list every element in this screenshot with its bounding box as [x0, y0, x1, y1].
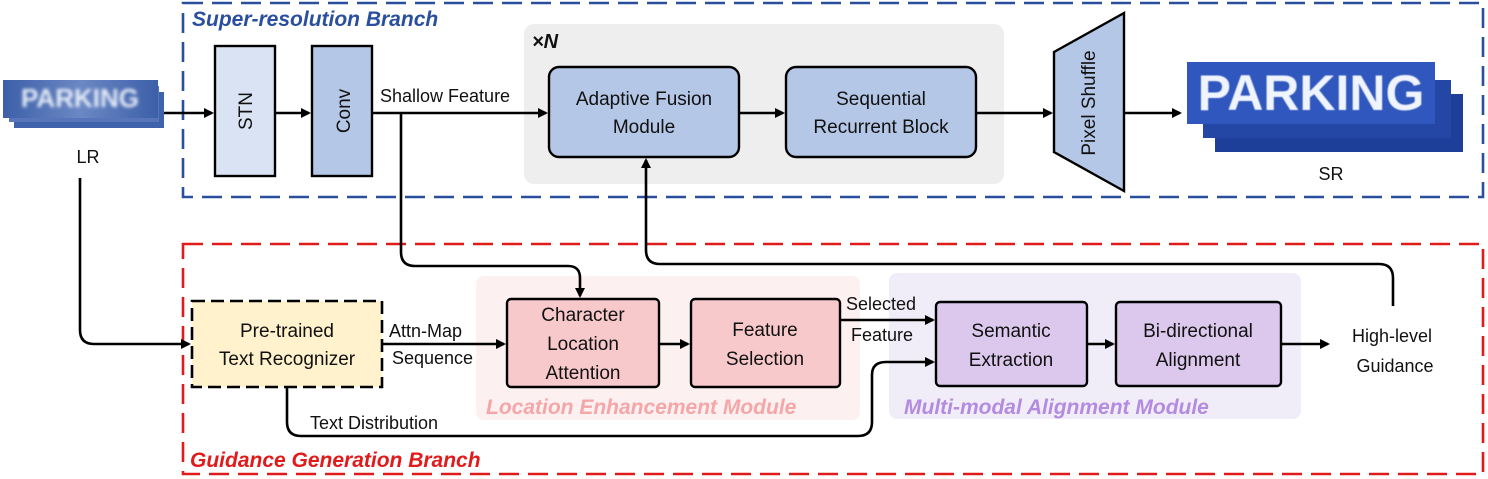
semantic-extraction-line-1: Semantic [971, 321, 1050, 342]
feature-selection-block [689, 297, 842, 389]
high-level-label: High-level [1352, 326, 1432, 346]
adaptive-fusion-line-1: Adaptive Fusion [576, 89, 712, 110]
text-distribution-label: Text Distribution [310, 413, 438, 433]
char-location-line-3: Attention [546, 363, 621, 384]
arrow-lr-to-recognizer [78, 178, 191, 349]
attn-map-label: Attn-Map [389, 321, 462, 341]
bidirectional-alignment-line-1: Bi-directional [1143, 321, 1253, 342]
feature-selection-line-2: Selection [726, 349, 804, 370]
sequence-label: Sequence [392, 348, 473, 368]
stn-block [213, 44, 277, 178]
conv-label: Conv [334, 88, 355, 133]
multimodal-alignment-module-title: Multi-modal Alignment Module [904, 396, 1209, 419]
text-recognizer-line-1: Pre-trained [240, 321, 334, 342]
sequential-recurrent-line-2: Recurrent Block [813, 117, 949, 138]
char-location-line-1: Character [541, 305, 625, 326]
adaptive-fusion-module-block [547, 65, 741, 159]
repeat-label: ×N [532, 31, 559, 53]
sr-image: PARKING [1187, 62, 1463, 152]
sr-label: SR [1318, 164, 1343, 184]
bidirectional-alignment-block [1114, 300, 1283, 388]
lr-image-text: PARKING [21, 83, 139, 113]
semantic-extraction-block [934, 300, 1089, 388]
stn-label: STN [236, 92, 257, 130]
guidance-generation-branch-frame [181, 242, 1485, 476]
adaptive-fusion-line-2: Module [613, 117, 675, 138]
super-resolution-branch-frame [181, 1, 1485, 199]
conv-block [310, 44, 374, 178]
guidance-label: Guidance [1356, 356, 1433, 376]
shallow-feature-label: Shallow Feature [380, 86, 510, 106]
sequential-recurrent-block [784, 65, 978, 159]
arrow-shallow-to-location [399, 113, 585, 298]
pixel-shuffle-label: Pixel Shuffle [1079, 50, 1100, 155]
lr-image: PARKING [3, 80, 164, 128]
char-location-line-2: Location [547, 334, 619, 355]
text-recognizer-block [190, 299, 384, 389]
bidirectional-alignment-line-2: Alignment [1156, 350, 1241, 371]
sequential-recurrent-line-1: Sequential [836, 89, 926, 110]
arrow-guidance-to-fusion [641, 158, 1395, 306]
feature-selection-line-1: Feature [732, 320, 797, 341]
arrow-text-distribution [285, 357, 935, 438]
selected-label: Selected [846, 294, 916, 314]
feature-label: Feature [851, 325, 913, 345]
super-resolution-branch-title: Super-resolution Branch [192, 8, 438, 31]
text-recognizer-line-2: Text Recognizer [219, 349, 356, 370]
semantic-extraction-line-2: Extraction [969, 350, 1053, 371]
lr-label: LR [76, 147, 99, 167]
guidance-generation-branch-title: Guidance Generation Branch [190, 449, 481, 472]
pixel-shuffle-block [1052, 10, 1126, 194]
location-enhancement-module-title: Location Enhancement Module [486, 396, 797, 419]
sr-image-text: PARKING [1198, 65, 1425, 121]
